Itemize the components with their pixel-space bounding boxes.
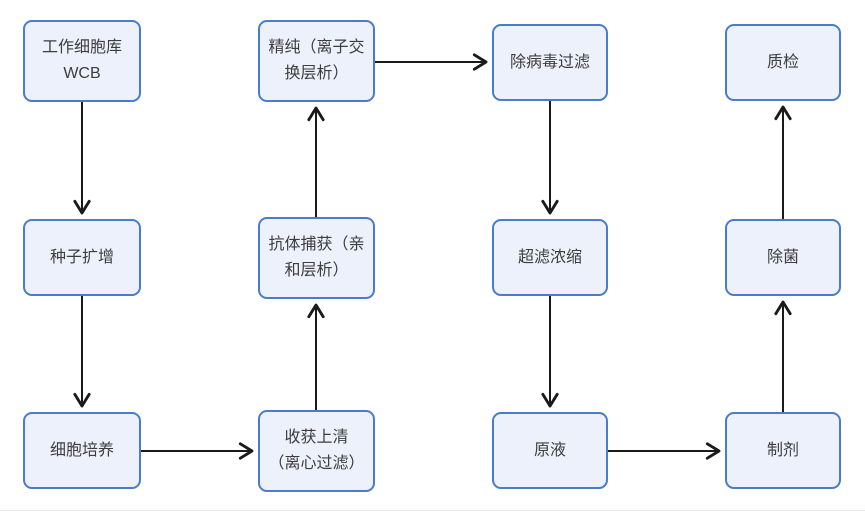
node-harvest-supernatant: 收获上清 （离心过滤） <box>258 410 375 492</box>
node-working-cell-bank-label: 工作细胞库 WCB <box>41 39 122 82</box>
node-formulation-label: 制剂 <box>766 441 799 459</box>
node-uf-concentration: 超滤浓缩 <box>492 219 608 296</box>
node-viral-filtration: 除病毒过滤 <box>492 24 608 101</box>
node-quality-control: 质检 <box>725 24 841 101</box>
node-harvest-supernatant-label: 收获上清 （离心过滤） <box>268 429 365 472</box>
node-seed-expansion-label: 种子扩增 <box>49 248 114 266</box>
node-antibody-capture: 抗体捕获（亲 和层析） <box>258 217 375 299</box>
node-cell-culture: 细胞培养 <box>23 412 141 489</box>
node-bulk-solution-label: 原液 <box>533 441 566 459</box>
node-sterile-filtration: 除菌 <box>725 219 841 296</box>
node-cell-culture-label: 细胞培养 <box>49 441 114 459</box>
node-formulation: 制剂 <box>725 412 841 489</box>
node-working-cell-bank: 工作细胞库 WCB <box>23 20 141 102</box>
node-quality-control-label: 质检 <box>766 53 799 71</box>
node-polishing-iex-label: 精纯（离子交 换层析） <box>268 39 365 82</box>
node-bulk-solution: 原液 <box>492 412 608 489</box>
node-sterile-filtration-label: 除菌 <box>766 248 799 266</box>
node-polishing-iex: 精纯（离子交 换层析） <box>258 20 375 102</box>
node-uf-concentration-label: 超滤浓缩 <box>517 248 582 266</box>
node-seed-expansion: 种子扩增 <box>23 219 141 296</box>
node-viral-filtration-label: 除病毒过滤 <box>509 53 590 71</box>
node-antibody-capture-label: 抗体捕获（亲 和层析） <box>268 236 365 279</box>
page-bottom-edge <box>0 510 865 511</box>
